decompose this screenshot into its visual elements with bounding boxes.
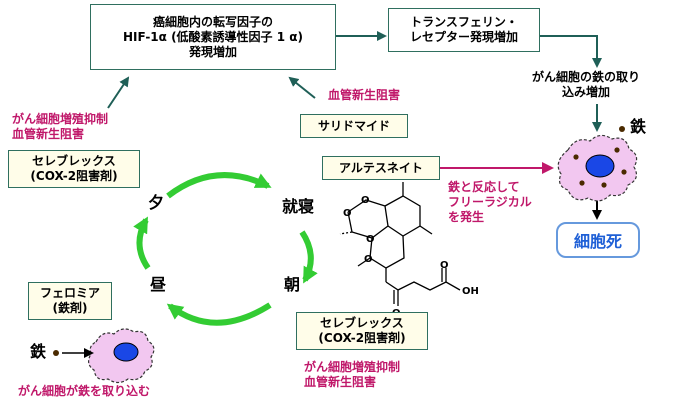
inhibit-label-top: がん細胞増殖抑制 血管新生阻害	[12, 112, 108, 142]
iron-uptake-line2: 込み増加	[562, 85, 611, 99]
reaction-line1: 鉄と反応して	[448, 180, 520, 194]
hif-box-line1: 癌細胞内の転写因子の	[152, 14, 273, 29]
arrow-inhibit-left	[107, 76, 130, 109]
cycle-noon-label: 昼	[150, 275, 167, 294]
hif-box-line2: HIF-1α (低酸素誘導性因子 1 α)	[122, 29, 303, 44]
cycle-arrow-morning-to-noon	[166, 302, 272, 326]
inhibit-top-line1: がん細胞増殖抑制	[12, 112, 109, 126]
cell-takes-iron-label: がん細胞が鉄を取り込む	[18, 384, 151, 398]
artesunate-label: アルテスネイト	[339, 160, 423, 175]
iron-dot-icon	[619, 126, 625, 132]
arrow-transferrin-to-uptake	[540, 35, 602, 68]
reaction-line2: フリーラジカル	[448, 195, 532, 209]
celebrex-box-bottom: セレブレックス (COX-2阻害剤)	[296, 312, 428, 350]
ferromia-line1: フェロミア	[39, 286, 100, 300]
molecule-o3: O	[366, 234, 375, 245]
molecule-o1: O	[361, 195, 370, 206]
hif-box-line3: 発現増加	[188, 44, 237, 59]
celebrex-box-top: セレブレックス (COX-2阻害剤)	[8, 150, 140, 188]
reaction-line3: を発生	[448, 210, 485, 224]
transferrin-receptor-box: トランスフェリン・ レセプター発現増加	[388, 8, 540, 52]
arrow-inhibit-right	[288, 76, 316, 99]
molecule-o4: O	[364, 254, 373, 265]
inhibit-label-bottom: がん細胞増殖抑制 血管新生阻害	[304, 360, 400, 390]
artesunate-box: アルテスネイト	[322, 156, 440, 180]
artesunate-molecule-icon	[339, 182, 461, 306]
free-radical-text: 鉄と反応して フリーラジカル を発生	[448, 180, 532, 225]
iron-uptake-label: がん細胞の鉄の取り 込み増加	[532, 70, 640, 100]
molecule-o-acid: O	[440, 260, 449, 271]
cell-death-box: 細胞死	[556, 222, 640, 258]
ferromia-line2: (鉄剤)	[52, 301, 88, 315]
molecule-oh: OH	[462, 286, 479, 297]
inhibit-bottom-line1: がん細胞増殖抑制	[304, 360, 401, 374]
transferrin-line1: トランスフェリン・	[410, 15, 518, 29]
thalidomide-label: サリドマイド	[317, 118, 390, 133]
cycle-arrow-noon-to-evening	[133, 216, 151, 270]
celebrex-top-line2: (COX-2阻害剤)	[30, 169, 118, 183]
ferromia-box: フェロミア (鉄剤)	[28, 282, 112, 320]
cycle-morning-label: 朝	[284, 275, 301, 294]
inhibit-top-line2: 血管新生阻害	[12, 127, 85, 141]
thalidomide-box: サリドマイド	[300, 114, 408, 138]
iron-label-right: 鉄	[630, 117, 647, 136]
iron-dot-icon	[53, 350, 59, 356]
inhibit-bottom-line2: 血管新生阻害	[304, 375, 377, 389]
cancer-cell-icon	[88, 328, 155, 384]
cycle-arrow-bedtime-to-morning	[299, 230, 318, 284]
molecule-o2: O	[343, 208, 352, 219]
cycle-arrow-evening-to-bedtime	[166, 172, 272, 199]
hif-expression-box: 癌細胞内の転写因子の HIF-1α (低酸素誘導性因子 1 α) 発現増加	[90, 4, 336, 70]
celebrex-bottom-line1: セレブレックス	[320, 316, 404, 330]
iron-label-left: 鉄	[30, 342, 47, 361]
celebrex-bottom-line2: (COX-2阻害剤)	[318, 331, 406, 345]
cycle-evening-label: 夕	[148, 193, 165, 212]
cell-death-label: 細胞死	[573, 232, 622, 251]
cancer-cell-icon	[557, 134, 638, 202]
cycle-bedtime-label: 就寝	[282, 197, 315, 216]
angio-inhibit-label: 血管新生阻害	[328, 88, 401, 102]
iron-uptake-line1: がん細胞の鉄の取り	[532, 70, 641, 84]
celebrex-top-line1: セレブレックス	[32, 154, 116, 168]
transferrin-line2: レセプター発現増加	[409, 30, 518, 44]
